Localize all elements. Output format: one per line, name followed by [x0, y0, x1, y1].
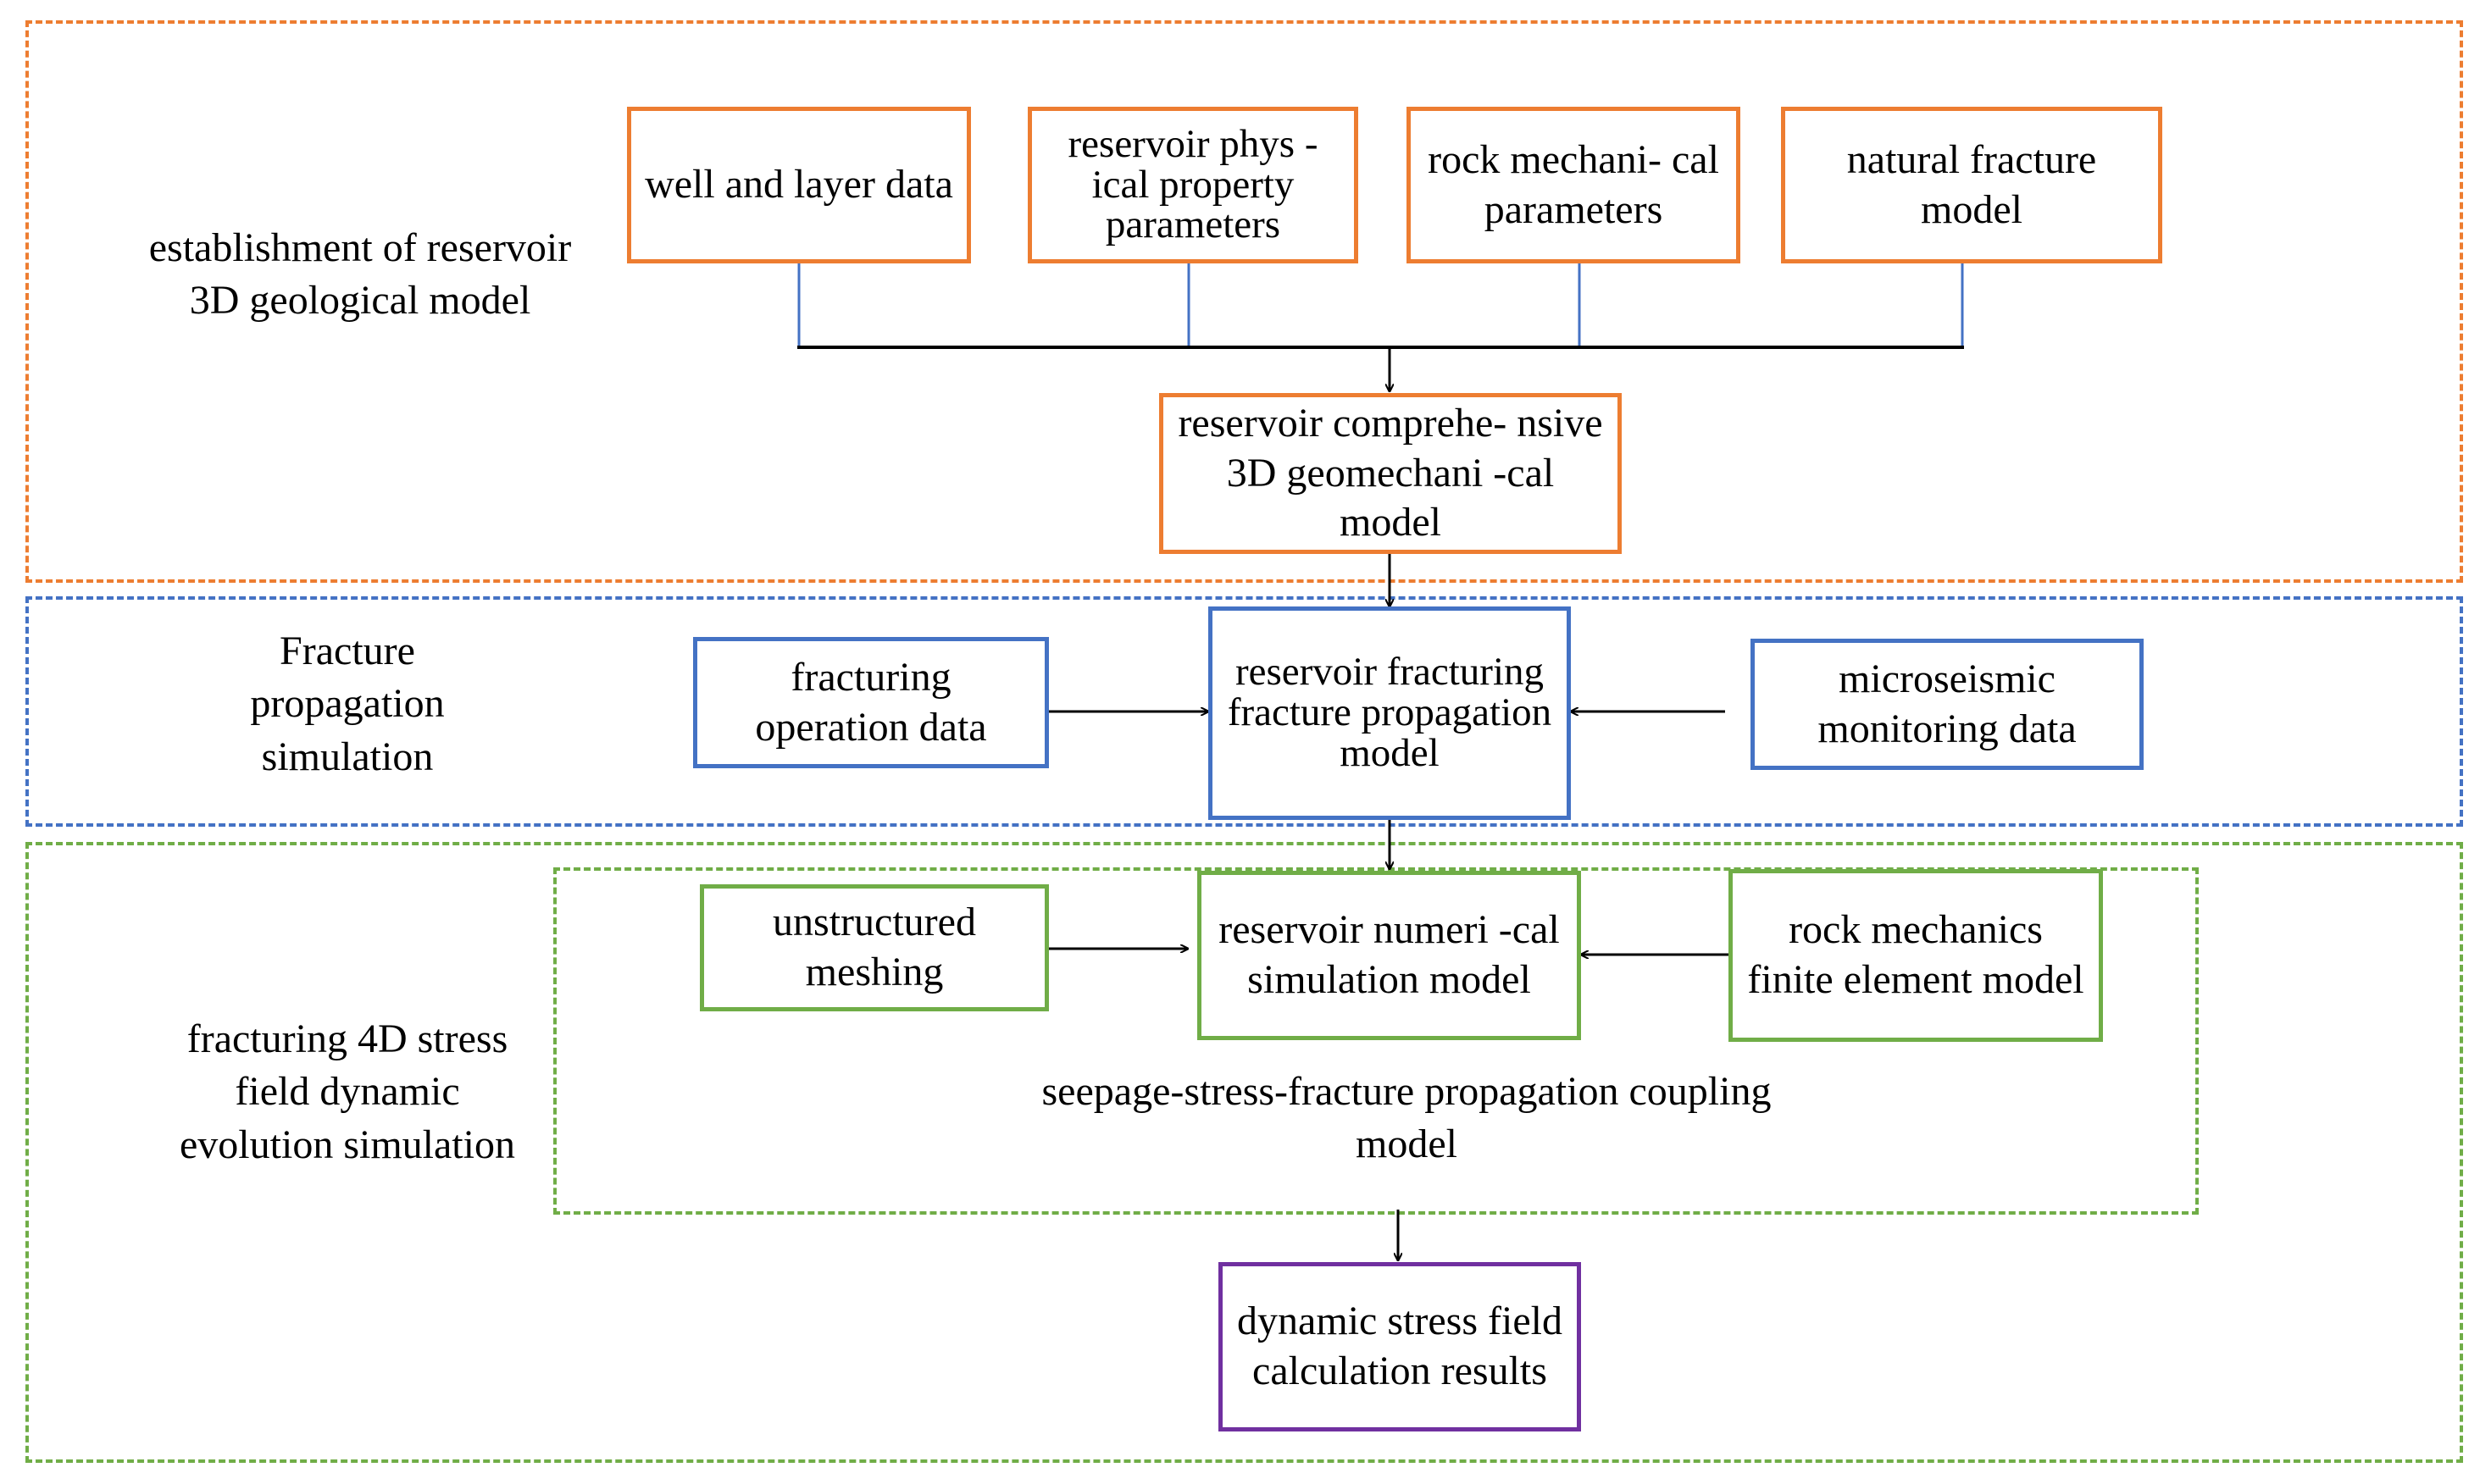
node-geomechanical-model: reservoir comprehe- nsive 3D geomechani …: [1159, 393, 1622, 554]
node-text: reservoir comprehe- nsive 3D geomechani …: [1178, 401, 1603, 545]
node-fracturing-operation-data: fracturing operation data: [693, 637, 1049, 768]
node-text: reservoir fracturing fracture propagatio…: [1227, 650, 1552, 775]
node-well-layer-data: well and layer data: [627, 107, 971, 263]
node-unstructured-meshing: unstructured meshing: [700, 884, 1049, 1011]
section-label-text: establishment of reservoir 3D geological…: [148, 225, 572, 324]
section-label-text: Fracture propagation simulation: [250, 628, 445, 779]
node-text: microseismic monitoring data: [1817, 656, 2077, 751]
section-fracture-propagation: [25, 596, 2463, 827]
section-label-fracture-propagation: Fracture propagation simulation: [178, 625, 517, 784]
node-fracture-propagation-model: reservoir fracturing fracture propagatio…: [1208, 606, 1571, 820]
section-label-geological-model: establishment of reservoir 3D geological…: [127, 222, 593, 328]
section-label-stress-field-evolution: fracturing 4D stress field dynamic evolu…: [169, 1013, 525, 1171]
node-reservoir-physical-parameters: reservoir phys -ical property parameters: [1028, 107, 1358, 263]
node-text: dynamic stress field calculation results: [1237, 1298, 1562, 1393]
node-text: reservoir phys -ical property parameters: [1068, 121, 1318, 247]
coupling-model-group: [553, 867, 2199, 1215]
node-text: well and layer data: [645, 162, 953, 208]
node-text: reservoir numeri -cal simulation model: [1218, 907, 1560, 1002]
node-rock-mechanical-parameters: rock mechani- cal parameters: [1406, 107, 1740, 263]
section-label-text: fracturing 4D stress field dynamic evolu…: [180, 1016, 515, 1167]
node-microseismic-monitoring-data: microseismic monitoring data: [1750, 639, 2144, 770]
node-text: fracturing operation data: [755, 654, 987, 750]
coupling-model-text: seepage-stress-fracture propagation coup…: [1041, 1069, 1772, 1167]
node-text: rock mechani- cal parameters: [1428, 136, 1719, 232]
node-natural-fracture-model: natural fracture model: [1781, 107, 2162, 263]
node-text: rock mechanics finite element model: [1747, 907, 2084, 1002]
node-text: unstructured meshing: [773, 900, 976, 994]
section-geological-model: [25, 20, 2463, 583]
coupling-model-label: seepage-stress-fracture propagation coup…: [1000, 1066, 1813, 1171]
section-stress-field-evolution: [25, 842, 2463, 1463]
node-numerical-simulation-model: reservoir numeri -cal simulation model: [1197, 871, 1581, 1040]
node-text: natural fracture model: [1846, 136, 2097, 232]
node-dynamic-stress-results: dynamic stress field calculation results: [1218, 1262, 1581, 1431]
node-finite-element-model: rock mechanics finite element model: [1728, 869, 2103, 1042]
